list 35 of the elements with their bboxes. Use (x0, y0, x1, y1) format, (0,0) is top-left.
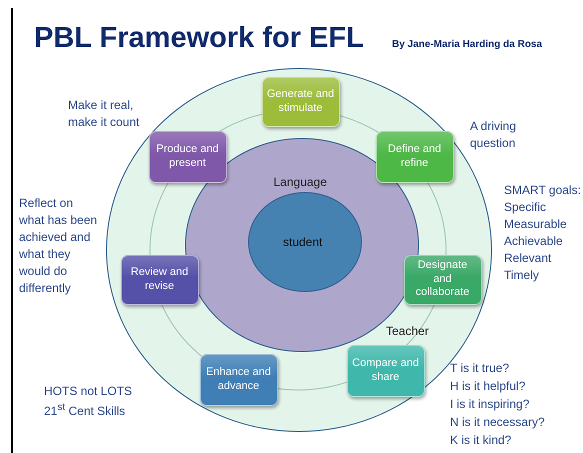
process-box (200, 354, 278, 406)
note: SMART goals: (504, 183, 581, 199)
list-item: Measurable (504, 217, 567, 233)
box-label: Compare and share (351, 356, 420, 384)
list-item: K is it kind? (450, 433, 512, 449)
circle-label: student (283, 235, 322, 249)
list-item: H is it helpful? (450, 379, 526, 395)
list-item: Specific (504, 200, 546, 216)
box-label: Define and refine (386, 142, 442, 170)
box-label: Generate and stimulate (266, 88, 336, 116)
note: Make it real, make it count (68, 97, 140, 131)
circle-label: Language (274, 174, 327, 188)
note: HOTS not LOTS (44, 384, 132, 400)
process-box (346, 344, 424, 396)
process-box (404, 254, 482, 304)
process-box (148, 130, 226, 182)
box-label: Review and revise (130, 266, 190, 294)
note: Reflect on what has been achieved and what they would do differently (19, 195, 98, 297)
list-item: Relevant (504, 251, 552, 267)
title: PBL Framework for EFL (34, 22, 364, 55)
process-box (376, 130, 454, 182)
note: A driving question (470, 118, 518, 152)
box-label: Enhance and advance (205, 366, 272, 394)
list-item: I is it inspiring? (450, 397, 530, 413)
process-box (120, 254, 198, 304)
box-label: Designate and collaborate (414, 258, 470, 300)
list-item: T is it true? (450, 361, 510, 377)
byline: By Jane-Maria Harding da Rosa (392, 38, 542, 51)
list-item: Timely (504, 268, 539, 284)
note: 21$^{st}$ Cent Skills (44, 401, 126, 420)
process-box (262, 76, 340, 126)
box-label: Produce and present (155, 142, 220, 170)
list-item: Achievable (504, 234, 563, 250)
list-item: N is it necessary? (450, 415, 545, 431)
ring-label: Teacher (386, 324, 429, 340)
